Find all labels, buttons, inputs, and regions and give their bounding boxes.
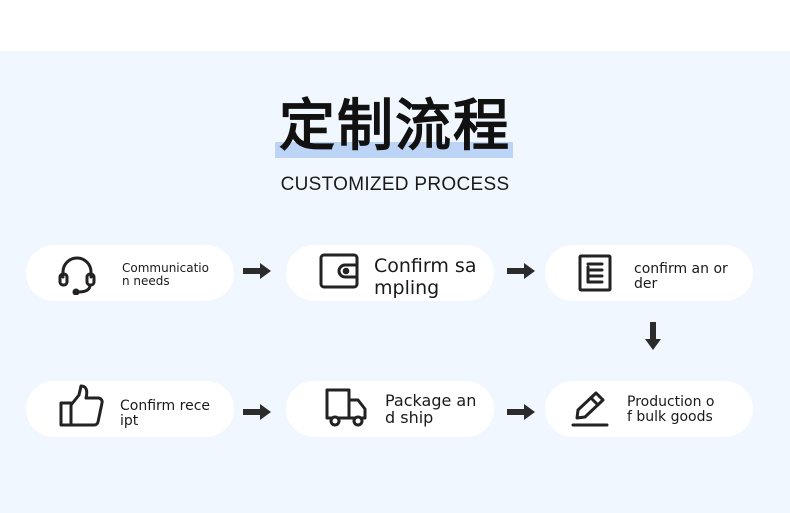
pencil-edit-icon <box>569 389 611 427</box>
step-label: Package an d ship <box>385 391 477 427</box>
step-card-production: Production o f bulk goods <box>545 381 753 437</box>
step-card-confirm-receipt: Confirm rece ipt <box>26 381 234 437</box>
arrow-right-icon <box>507 263 535 283</box>
document-list-icon <box>577 253 613 293</box>
arrow-right-icon <box>507 404 535 424</box>
step-label: Confirm sa mpling <box>374 255 477 299</box>
arrow-right-icon <box>243 263 271 283</box>
thumbs-up-icon <box>58 383 106 429</box>
top-strip <box>0 0 790 51</box>
delivery-truck-icon <box>324 387 368 429</box>
step-card-package-ship: Package an d ship <box>286 381 494 437</box>
step-label: Production o f bulk goods <box>627 394 715 425</box>
step-label: Communicatio n needs <box>122 261 209 288</box>
headset-icon <box>56 253 98 295</box>
step-card-confirm-sampling: Confirm sa mpling <box>286 245 494 301</box>
step-label: Confirm rece ipt <box>120 398 211 429</box>
title-highlight <box>275 142 513 158</box>
title-block: 定制流程 <box>0 92 790 162</box>
step-card-communication: Communicatio n needs <box>26 245 234 301</box>
page-title: 定制流程 <box>279 94 511 159</box>
page-subtitle: CUSTOMIZED PROCESS <box>280 174 510 195</box>
arrow-down-icon <box>645 322 661 354</box>
wallet-icon <box>318 251 362 291</box>
step-label: confirm an or der <box>634 261 728 292</box>
arrow-right-icon <box>243 404 271 424</box>
step-card-confirm-order: confirm an or der <box>545 245 753 301</box>
